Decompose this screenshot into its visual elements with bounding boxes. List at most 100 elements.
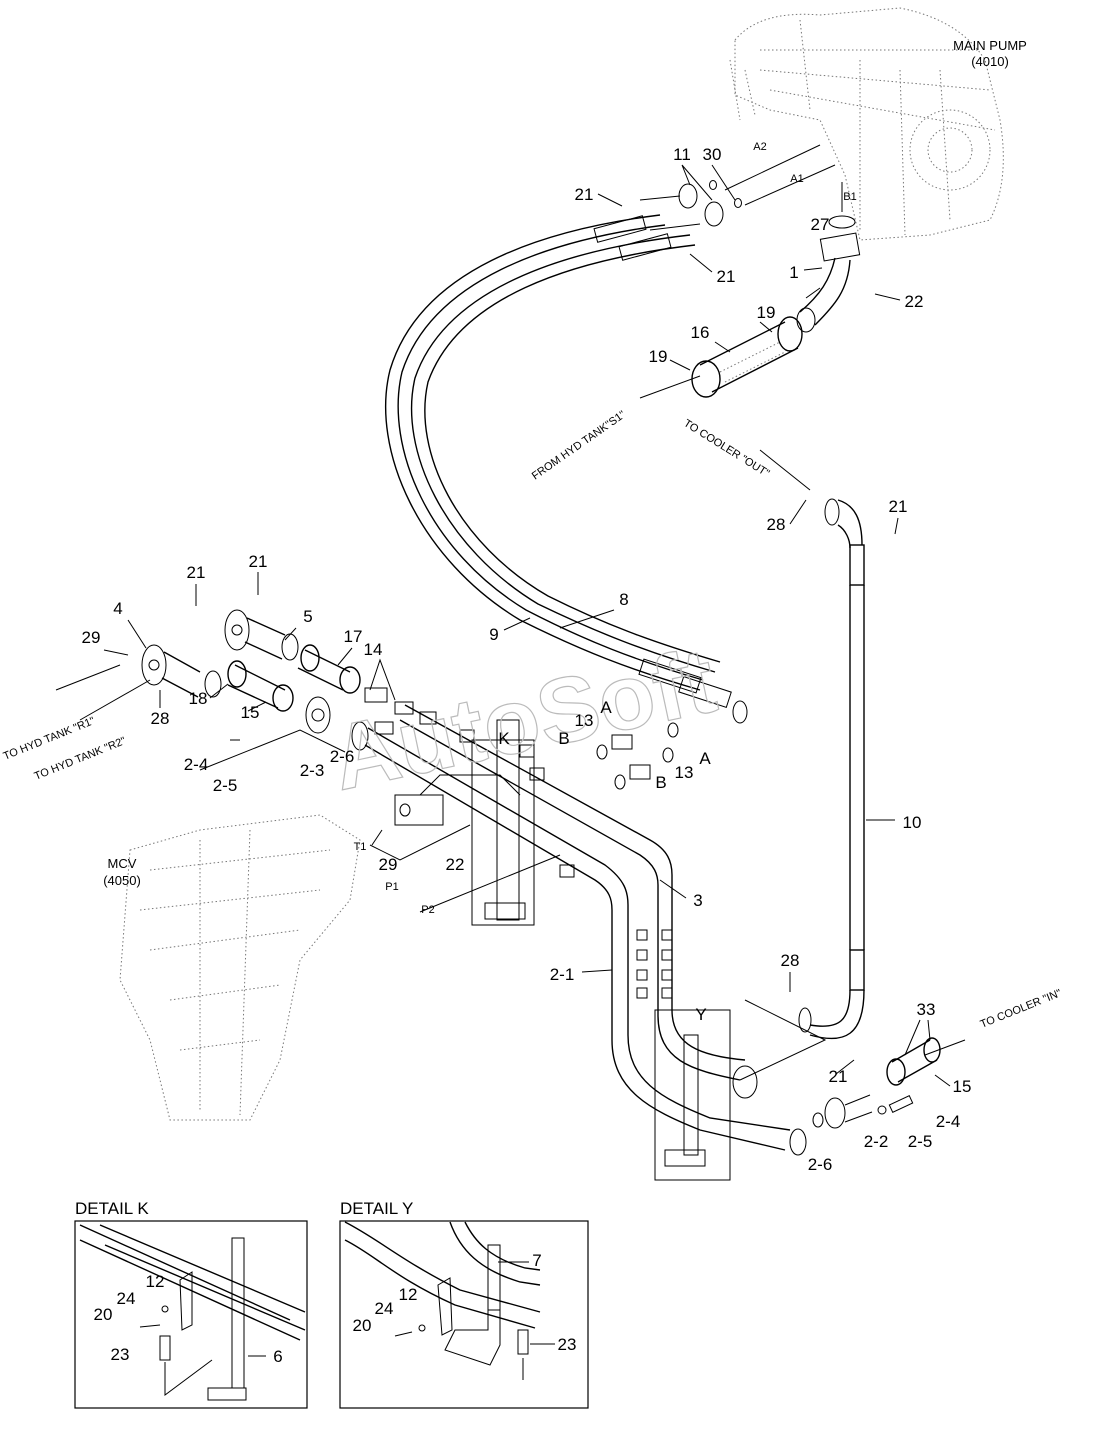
pipe-10: [798, 498, 865, 1040]
detail-k-callout-23: 23: [111, 1345, 130, 1364]
leader-t1: [371, 829, 383, 846]
flow-line-cooler-in: [924, 1039, 966, 1056]
detail-y-drawing: [344, 1221, 541, 1380]
callouts-main: 11 30 21 21 27 1 22 19 16 19 28 21 21 21…: [82, 145, 972, 1174]
b-bottom: B: [655, 773, 666, 792]
callout-9: 9: [489, 625, 498, 644]
detail-k-callout-12: 12: [146, 1272, 165, 1291]
flange-2-2: [824, 1094, 914, 1129]
elbow-5: [224, 609, 299, 661]
detail-k-drawing: [79, 1224, 306, 1401]
hose-assembly-8-9: [385, 214, 721, 691]
hose-17: [297, 644, 361, 694]
a-top: A: [600, 698, 612, 717]
bracket-k: [471, 719, 535, 926]
callout-28-low: 28: [781, 951, 800, 970]
callout-15-r: 15: [953, 1077, 972, 1096]
callout-2-5-l: 2-5: [213, 776, 238, 795]
hose-33: [886, 1037, 941, 1086]
flow-line-from-tank: [639, 375, 701, 399]
port-a1: A1: [790, 173, 803, 185]
callout-17: 17: [344, 627, 363, 646]
callout-4: 4: [113, 599, 122, 618]
callout-2-2: 2-2: [864, 1132, 889, 1151]
callout-13-b: 13: [675, 763, 694, 782]
callout-21-low: 21: [829, 1067, 848, 1086]
flow-from-hyd-tank: FROM HYD TANK"S1": [530, 409, 628, 483]
callout-21-top: 21: [575, 185, 594, 204]
callout-28-l: 28: [151, 709, 170, 728]
callout-21-l2: 21: [249, 552, 268, 571]
detail-y-callout-12: 12: [399, 1285, 418, 1304]
detail-y-callout-7: 7: [532, 1251, 541, 1270]
callout-15-l: 15: [241, 703, 260, 722]
port-b1: B1: [843, 191, 856, 203]
leader-2-5: [199, 729, 346, 771]
flow-line-r2: [79, 679, 151, 721]
a-bottom: A: [699, 749, 711, 768]
detail-k-title: DETAIL K: [75, 1199, 149, 1218]
hose-end-fittings-bottom: [638, 658, 748, 724]
port-p1: P1: [385, 881, 398, 893]
callout-30: 30: [703, 145, 722, 164]
hose-end-fittings-top: [593, 180, 742, 261]
port-p2: P2: [421, 904, 434, 916]
callout-11: 11: [673, 145, 691, 164]
hose-18: [227, 660, 294, 712]
bracket-y: [654, 1009, 731, 1181]
flow-to-cooler-out: TO COOLER "OUT": [681, 417, 771, 480]
callout-21-l1: 21: [187, 563, 206, 582]
flow-to-cooler-in: TO COOLER "IN": [979, 987, 1064, 1031]
callout-18: 18: [189, 689, 208, 708]
leader-28-low: [739, 999, 827, 1081]
mcv-label: MCV: [108, 856, 137, 871]
b-top: B: [558, 729, 569, 748]
callout-5: 5: [303, 607, 312, 626]
flow-line-cooler-out: [759, 449, 811, 491]
main-pump-code: (4010): [971, 54, 1009, 69]
callout-14: 14: [364, 640, 383, 659]
callout-33: 33: [917, 1000, 936, 1019]
port-a2: A2: [753, 141, 766, 153]
detail-k-callout-20: 20: [94, 1305, 113, 1324]
flow-line-r1: [55, 664, 121, 691]
leader-p2: [419, 854, 561, 913]
callout-2-6-l: 2-6: [330, 747, 355, 766]
callout-21-right: 21: [889, 497, 908, 516]
callout-29-l: 29: [82, 628, 101, 647]
tee-fittings-14: [364, 687, 575, 878]
detail-y-callout-20: 20: [353, 1316, 372, 1335]
leader-14: [369, 658, 396, 701]
callout-29-m: 29: [379, 855, 398, 874]
main-pump-outline: [729, 7, 1004, 241]
leader-a2: [724, 144, 821, 191]
callout-2-4-r: 2-4: [936, 1112, 961, 1131]
pipe-3-fittings: [636, 929, 673, 999]
mcv-outline: [119, 814, 361, 1121]
detail-k-callout-24: 24: [117, 1289, 136, 1308]
flange-2-3: [305, 696, 331, 734]
callout-8: 8: [619, 590, 628, 609]
detail-y-box: [339, 1220, 589, 1409]
callout-19-b: 19: [649, 347, 668, 366]
leader-a1: [744, 164, 836, 206]
callout-2-1: 2-1: [550, 965, 575, 984]
callout-28-right: 28: [767, 515, 786, 534]
callout-2-4-l: 2-4: [184, 755, 209, 774]
detail-y-callout-23: 23: [558, 1335, 577, 1354]
detail-k-box: [74, 1220, 308, 1409]
callout-leaders: [103, 164, 951, 1087]
callout-1: 1: [789, 263, 798, 282]
mcv-flange-block: [394, 774, 521, 826]
callout-22-top: 22: [905, 292, 924, 311]
y-marker: Y: [695, 1005, 706, 1024]
callout-16: 16: [691, 323, 710, 342]
callout-2-6-r: 2-6: [808, 1155, 833, 1174]
leader-p1: [369, 824, 471, 861]
callout-21-top2: 21: [717, 267, 736, 286]
detail-k-callout-6: 6: [273, 1347, 282, 1366]
callout-2-5-r: 2-5: [908, 1132, 933, 1151]
detail-y-title: DETAIL Y: [340, 1199, 413, 1218]
callout-13-a: 13: [575, 711, 594, 730]
